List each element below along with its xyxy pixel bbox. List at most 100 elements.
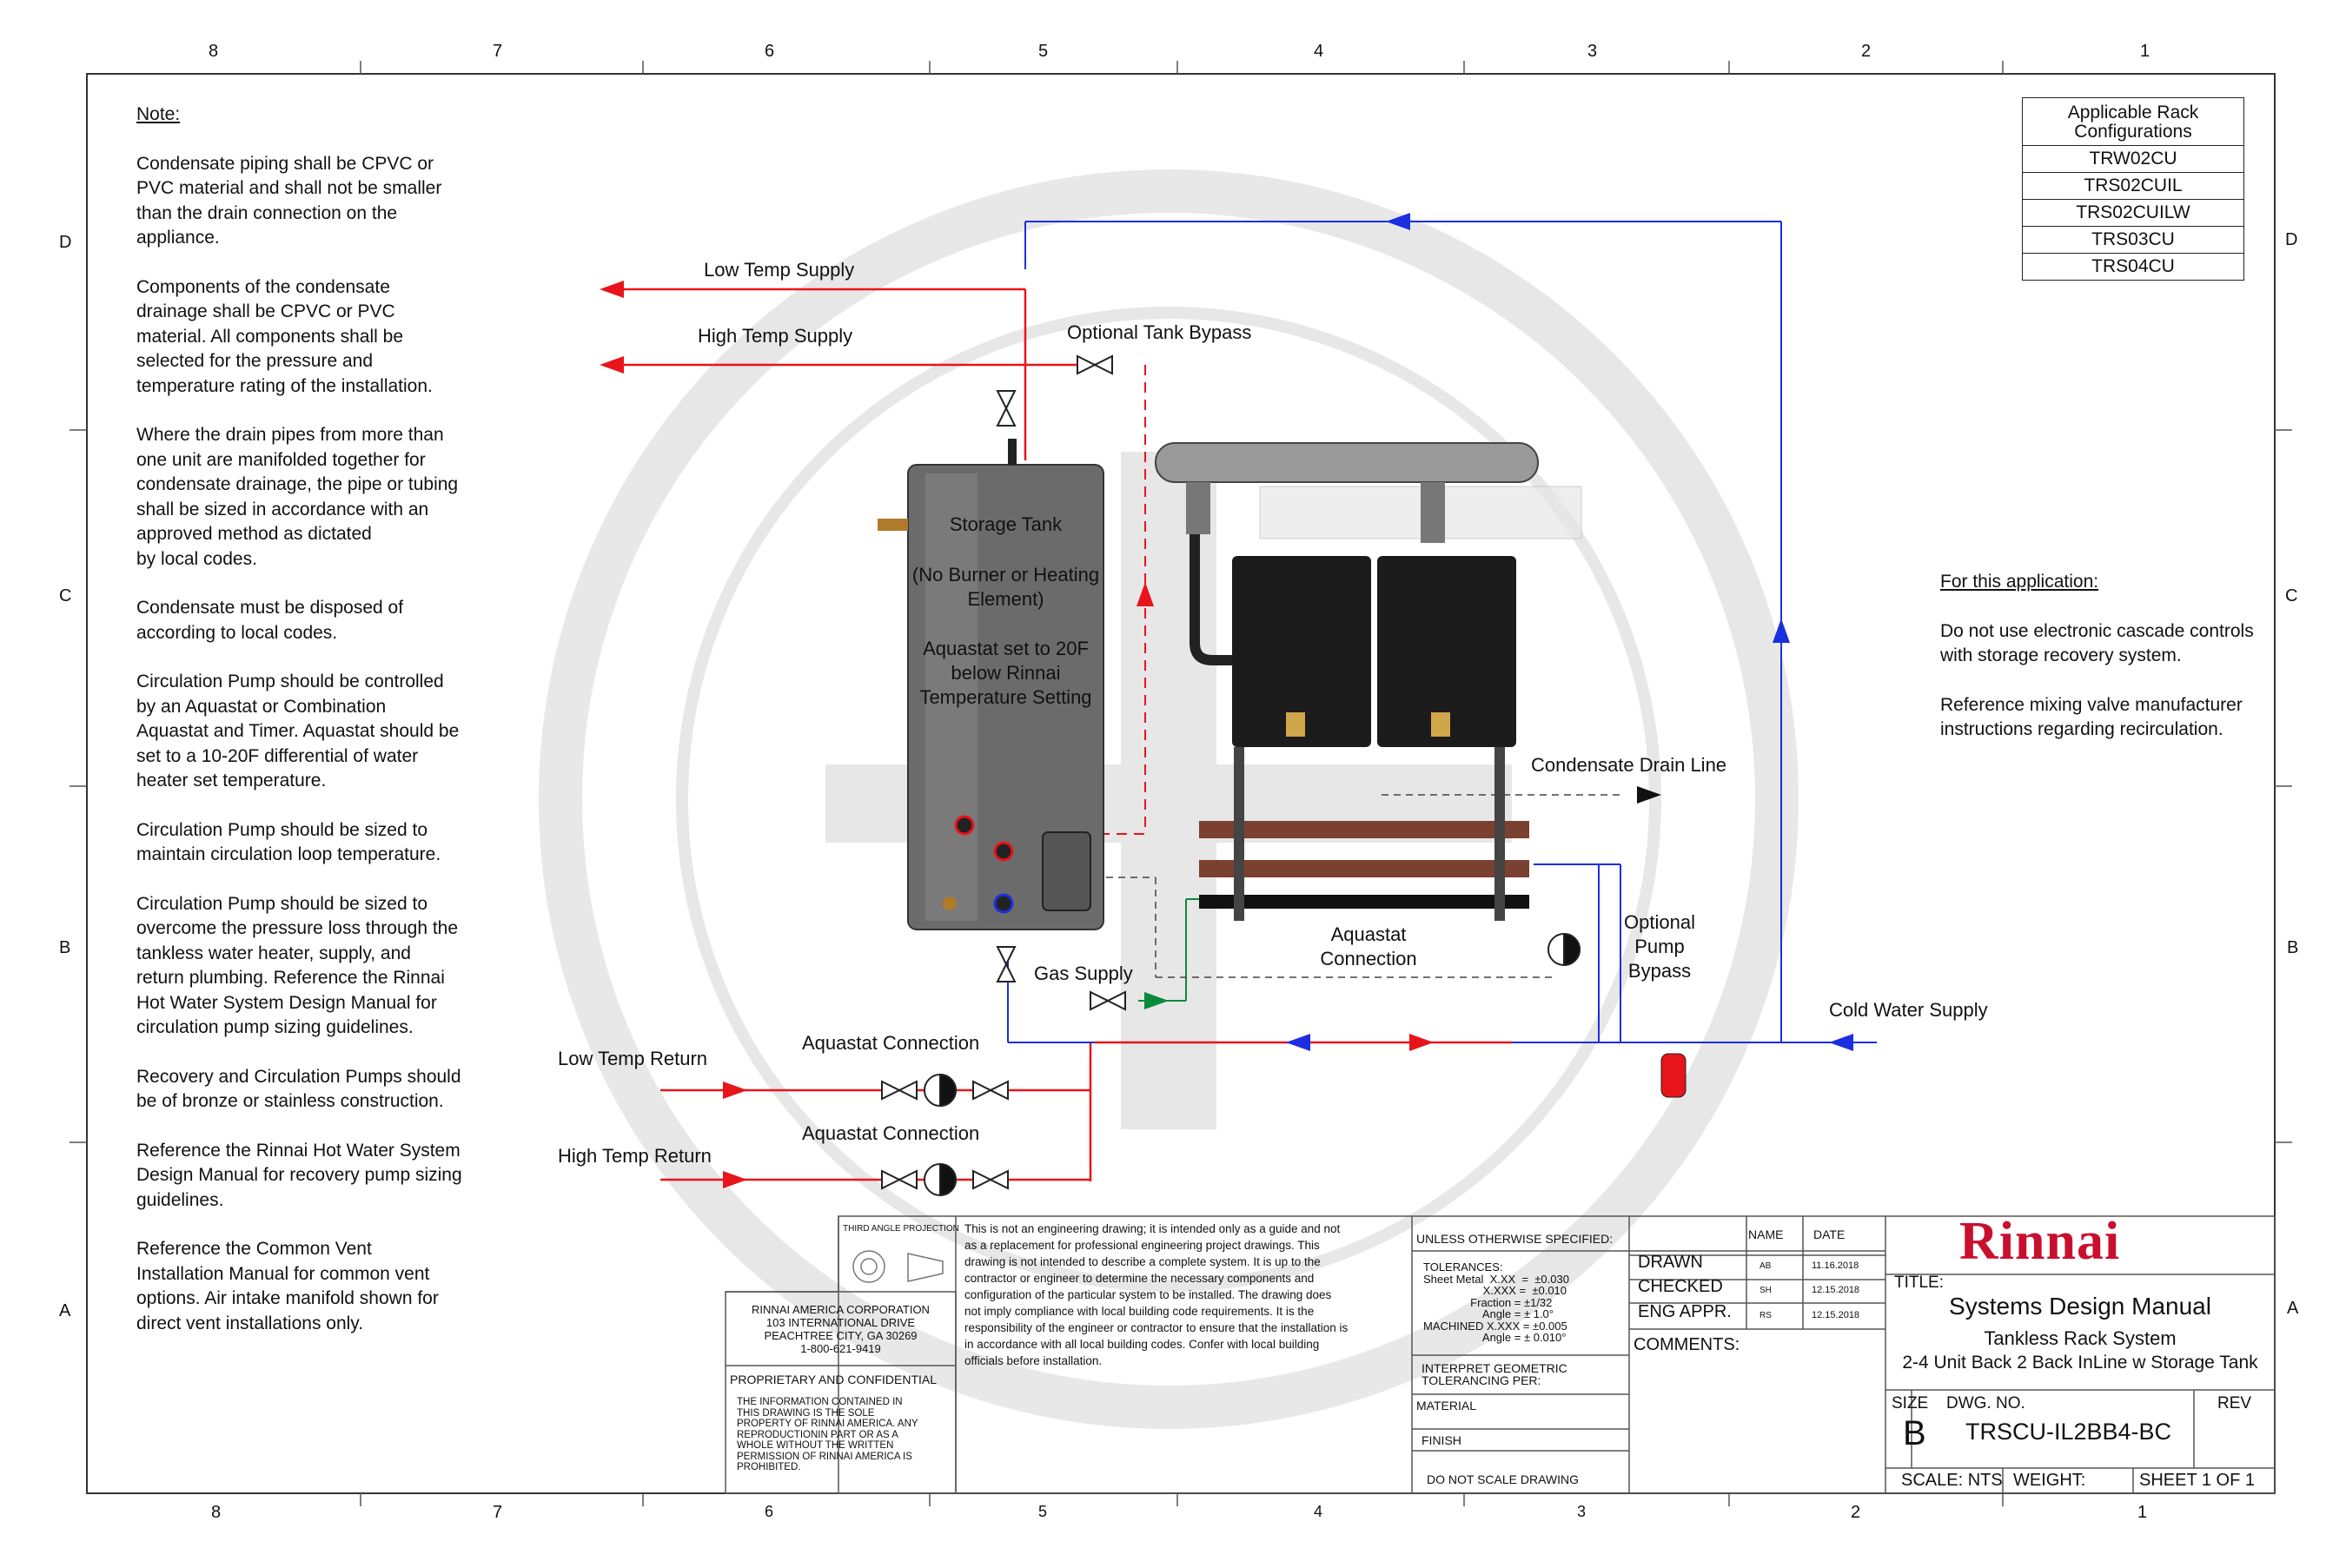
disclaimer-text: This is not an engineering drawing; it i… [964,1222,1349,1367]
dwg-no: TRSCU-IL2BB4-BC [1965,1419,2172,1445]
title-label: TITLE: [1894,1274,1945,1292]
zone-left-D: D [59,233,72,252]
drawn-date: 11.16.2018 [1812,1260,1859,1271]
drawn-name: AB [1760,1261,1772,1271]
optional-tank-bypass-label: Optional Tank Bypass [1067,321,1252,343]
expansion-tank [1660,1053,1687,1098]
low-temp-supply-label: Low Temp Supply [704,259,855,281]
zone-top-8: 8 [209,42,219,61]
proprietary-title: PROPRIETARY AND CONFIDENTIAL [730,1373,938,1386]
note-paragraph: Reference the Rinnai Hot Water System De… [136,1140,462,1210]
checked-date: 12.15.2018 [1812,1285,1860,1295]
note-paragraph: Circulation Pump should be sized to over… [136,893,459,1038]
checked-name: SH [1760,1286,1772,1295]
high-temp-return-label: High Temp Return [558,1145,712,1167]
finish-label: FINISH [1422,1433,1461,1447]
cold-top-arrow [1386,213,1410,230]
aquastat-connection-label-1: Aquastat Connection [802,1032,980,1054]
gas-supply-label: Gas Supply [1034,963,1133,984]
rinnai-logo: Rinnai [1959,1212,2121,1271]
name-header: NAME [1748,1227,1784,1241]
pumps [924,932,1581,1197]
zone-top-4: 4 [1314,42,1324,61]
cold-water-supply-arrow [1829,1034,1853,1051]
application-note: Do not use electronic cascade controls w… [1940,620,2254,666]
note-paragraph: Circulation Pump should be sized to main… [136,819,441,865]
comments-label: COMMENTS: [1634,1335,1740,1354]
material-label: MATERIAL [1416,1399,1476,1413]
zone-right-D: D [2285,230,2298,249]
aquastat-connection-label-2: Aquastat Connection [802,1122,980,1144]
aquastat-connection-center-label: Aquastat Connection [1320,923,1417,969]
application-notes-title: For this application: [1940,572,2099,592]
proprietary-text: THE INFORMATION CONTAINED IN THIS DRAWIN… [737,1397,918,1472]
zone-right-A: A [2287,1299,2299,1318]
tankless-heaters [1155,442,1582,921]
zone-right-B: B [2287,938,2299,957]
notes-panel: Note: Condensate piping shall be CPVC or… [136,103,501,1360]
cold-left-arrow [1286,1034,1310,1051]
rack-table-row: TRS04CU [2091,256,2175,276]
note-paragraph: Reference the Common Vent Installation M… [136,1239,439,1333]
note-paragraph: Condensate piping shall be CPVC or PVC m… [136,153,442,248]
high-temp-supply-arrow [600,356,624,374]
condensate-arrow [1637,786,1661,804]
flow-right-arrow [1409,1034,1434,1051]
interpret-text: INTERPRET GEOMETRIC TOLERANCING PER: [1422,1361,1567,1387]
zone-left-C: C [59,586,72,605]
checked-label: CHECKED [1638,1277,1723,1296]
rack-table-row: TRS02CUIL [2023,173,2243,200]
zone-bottom-3: 3 [1577,1503,1587,1520]
weight-label: WEIGHT: [2013,1471,2086,1490]
title-line-3: 2-4 Unit Back 2 Back InLine w Storage Ta… [1902,1353,2258,1373]
no-burner-label: (No Burner or Heating Element) [911,564,1100,610]
sheet-label: SHEET 1 OF 1 [2139,1471,2256,1490]
storage-tank [878,439,1104,930]
rack-table-row: TRW02CU [2023,146,2243,173]
note-paragraph: Circulation Pump should be controlled by… [136,672,460,791]
rack-table-row: TRS03CU [2023,227,2243,254]
condensate-drain-line-label: Condensate Drain Line [1531,754,1727,776]
drawn-label: DRAWN [1638,1253,1703,1272]
dwg-no-label: DWG. NO. [1946,1394,2025,1413]
rev-label: REV [2217,1394,2252,1413]
note-paragraph: Components of the condensate drainage sh… [136,276,433,396]
eng-appr-label: ENG APPR. [1638,1302,1732,1321]
zone-bottom-6: 6 [765,1503,774,1520]
valves [881,354,1126,1190]
note-paragraph: Condensate must be disposed of according… [136,598,404,643]
application-note: Reference mixing valve manufacturer inst… [1940,694,2243,740]
unless-specified: UNLESS OTHERWISE SPECIFIED: [1416,1232,1614,1246]
optional-pump-bypass-label: Optional Pump Bypass [1624,911,1695,982]
notes-title: Note: [136,104,181,124]
size-label: SIZE [1892,1394,1929,1413]
zone-bottom-2: 2 [1851,1503,1861,1522]
cold-up-arrow [1773,619,1790,643]
title-line-2: Tankless Rack System [1984,1327,2177,1349]
eng-name: RS [1760,1311,1772,1320]
zone-bottom-8: 8 [211,1503,222,1522]
flow-up-arrow [1137,582,1154,606]
note-paragraph: Recovery and Circulation Pumps should be… [136,1066,461,1112]
zone-left-B: B [59,938,71,957]
zone-top-3: 3 [1587,42,1598,61]
company-address: RINNAI AMERICA CORPORATION 103 INTERNATI… [752,1303,930,1355]
high-temp-return-arrow [723,1171,747,1188]
zone-bottom-5: 5 [1038,1503,1048,1520]
size-value: B [1903,1414,1926,1452]
zone-top-1: 1 [2140,42,2150,61]
zone-top-6: 6 [765,42,775,61]
third-angle-label: THIRD ANGLE PROJECTION [843,1224,959,1234]
zone-top-7: 7 [493,42,503,61]
cold-water-supply-label: Cold Water Supply [1829,999,1988,1021]
zone-top-5: 5 [1038,42,1049,61]
scale-label: SCALE: NTS [1901,1471,2003,1490]
low-temp-return-arrow [723,1082,747,1099]
do-not-scale-label: DO NOT SCALE DRAWING [1427,1472,1580,1486]
zone-right-C: C [2285,586,2298,605]
projection-symbol [852,1250,944,1283]
low-temp-return-label: Low Temp Return [558,1048,708,1069]
tolerances-text: TOLERANCES: Sheet Metal X.XX = ±0.030 X.… [1423,1260,1569,1344]
rack-table-header: Applicable Rack Configurations [2023,98,2243,146]
